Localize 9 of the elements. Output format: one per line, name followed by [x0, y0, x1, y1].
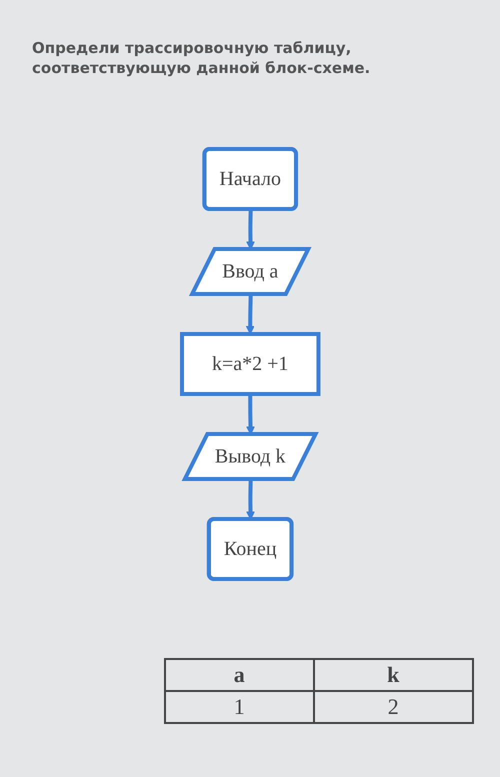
task-heading: Определи трассировочную таблицу, соответствующую данной блок-схеме.: [32, 38, 372, 78]
table-cell: 1: [165, 691, 314, 723]
arrow: [246, 294, 254, 334]
arrow: [246, 394, 255, 435]
arrow: [246, 479, 255, 520]
table-header-cell: a: [165, 659, 314, 691]
node-box: k=a*2 +1: [180, 332, 320, 396]
table-header-cell: k: [314, 659, 473, 691]
table-cell: 2: [314, 691, 473, 723]
